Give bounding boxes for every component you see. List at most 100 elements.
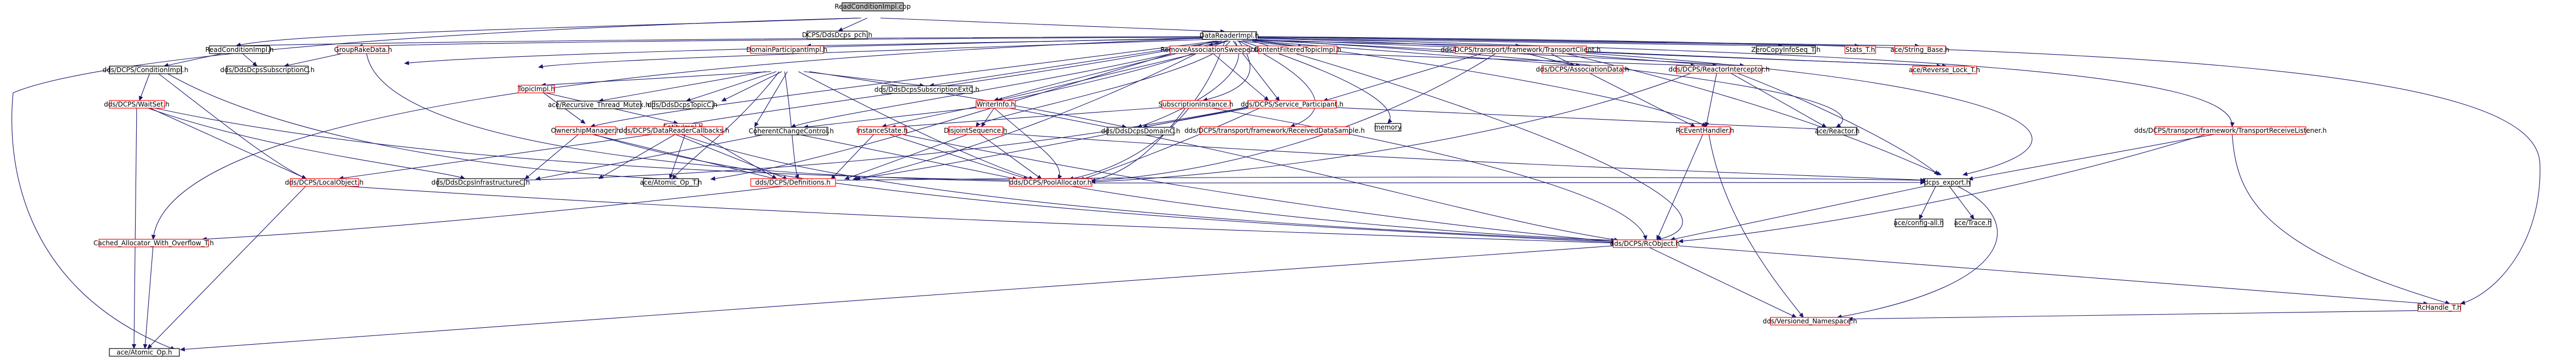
node-removeassociationsweeper-h[interactable]: RemoveAssociationSweeper.h (1160, 45, 1259, 54)
node-ace-reactor-h[interactable]: ace/Reactor.h (1815, 127, 1860, 135)
node-ddsdcpstopicc-h[interactable]: dds/DdsDcpsTopicC.h (647, 101, 717, 109)
node-rchandle-t-h[interactable]: RcHandle_T.h (2417, 303, 2462, 312)
node-dcps-export-h[interactable]: dcps_export.h (1924, 178, 1971, 187)
node-localobject-h[interactable]: dds/DCPS/LocalObject.h (285, 178, 364, 187)
node-definitions-h[interactable]: dds/DCPS/Definitions.h (750, 178, 836, 187)
node-ddsdcps-pch[interactable]: DCPS/DdsDcps_pch.h (802, 31, 873, 39)
node-receiveddatasample-h[interactable]: dds/DCPS/transport/framework/ReceivedDat… (1184, 126, 1365, 135)
edge-subi-to-instancestate (891, 106, 1176, 127)
node-ace-recursive-thread-mutex-h[interactable]: ace/Recursive_Thread_Mutex.h (548, 101, 650, 109)
node-readconditionimpl-cpp[interactable]: ReadConditionImpl.cpp (834, 2, 911, 11)
edge-ras-to-service-participant (1211, 51, 1269, 101)
node-datareaderimpl-h[interactable]: DataReaderImpl.h (1200, 31, 1259, 40)
node-memory[interactable]: memory (1374, 123, 1401, 132)
node-zerocopyinfoseq-h[interactable]: ZeroCopyInfoSeq_T.h (1751, 45, 1821, 54)
node-writerinfo-h[interactable]: WriterInfo.h (976, 100, 1016, 109)
node-service-participant-h[interactable]: dds/DCPS/Service_Participant.h (1241, 100, 1344, 109)
edge-rch-to-versioned (1848, 310, 2439, 319)
edge-root-to-pch (838, 17, 868, 32)
edge-dpi-to-entityimpl (722, 71, 782, 102)
node-ace-reverse-lock-h[interactable]: ace/Reverse_Lock_T.h (1909, 66, 1980, 74)
svg-text:InstanceState.h: InstanceState.h (856, 127, 908, 134)
edge-wi-to-disjointsequence (982, 106, 996, 127)
edge-svc-to-definitions (853, 106, 1253, 179)
edge-dexp-to-trace (1949, 186, 1974, 219)
edge-ras-to-writerinfo (998, 51, 1204, 101)
edge-lobj-to-atomic-op (148, 185, 307, 349)
svg-text:RcEventHandler.h: RcEventHandler.h (1676, 127, 1734, 134)
svg-text:dds/DCPS/WaitSet.h: dds/DCPS/WaitSet.h (104, 101, 170, 108)
edge-drcb-to-definitions (672, 133, 787, 179)
edge-rci-h-to-conditionimpl (164, 51, 230, 66)
edge-dpi-to-poolallocator (798, 71, 1033, 179)
node-cached-allocator-h[interactable]: Cached_Allocator_With_Overflow_T.h (94, 239, 214, 247)
edge-dpi-to-ownershipmanager (755, 71, 788, 127)
edge-dri-to-topicimpl (539, 39, 1212, 67)
edge-dexp-to-rcobject (1670, 186, 1925, 240)
edge-dri-to-transportclient (1242, 40, 1520, 46)
svg-text:ReadConditionImpl.cpp: ReadConditionImpl.cpp (834, 3, 910, 10)
node-poolallocator-h[interactable]: dds/DCPS/PoolAllocator.h (1009, 178, 1093, 187)
edge-dpi-to-infrastructurec (673, 71, 780, 179)
node-grouprakedata-h[interactable]: GroupRakeData.h (334, 45, 392, 54)
edge-dri-to-ace-reactor (1254, 39, 1843, 127)
edge-dri-to-dcps-export (1257, 38, 2032, 175)
edge-root-to-readconditionimpl-h (236, 17, 862, 46)
svg-text:ace/Atomic_Op.h: ace/Atomic_Op.h (116, 349, 172, 356)
edge-rint-to-rceventhandler (1706, 71, 1718, 127)
node-domainparticipantimpl-h[interactable]: DomainParticipantImpl.h (746, 45, 827, 54)
edge-wi-to-coherentchange (804, 106, 988, 127)
node-topicimpl-h[interactable]: TopicImpl.h (517, 85, 555, 93)
edge-ws-to-atomic-op (134, 106, 137, 349)
node-disjointsequence-h[interactable]: DisjointSequence.h (944, 126, 1007, 135)
node-ownershipmanager-h[interactable]: OwnershipManager.h (551, 126, 621, 135)
node-contentfilteredtopicimpl-h[interactable]: ContentFilteredTopicImpl.h (1254, 45, 1341, 54)
node-ace-string-base-h[interactable]: ace/String_Base.h (1890, 45, 1949, 54)
svg-text:ace/Atomic_Op_T.h: ace/Atomic_Op_T.h (640, 179, 702, 186)
node-ddsdcpsinfrastructurec-h[interactable]: dds/DdsDcpsInfrastructureC.h (431, 178, 530, 187)
node-stats-t-h[interactable]: Stats_T.h (1844, 45, 1876, 54)
node-versioned-namespace-h[interactable]: dds/Versioned_Namespace.h (1763, 317, 1857, 326)
edge-rci-h-to-subscriptionc (240, 51, 257, 66)
node-ace-atomic-op-t-h[interactable]: ace/Atomic_Op_T.h (640, 178, 702, 187)
node-coherentchangecontrol-h[interactable]: CoherentChangeControl.h (749, 127, 834, 135)
node-rcobject-h[interactable]: dds/DCPS/RcObject.h (1610, 239, 1680, 248)
edge-lobj-to-rcobject (338, 185, 1616, 243)
edge-dexp-to-config-all (1919, 186, 1936, 219)
edge-dri-to-transportreceivelistener (1257, 37, 2232, 127)
svg-text:CoherentChangeControl.h: CoherentChangeControl.h (749, 127, 834, 135)
svg-text:dds/DdsDcpsInfrastructureC.h: dds/DdsDcpsInfrastructureC.h (431, 179, 530, 186)
edge-tcl-to-associationdata (1520, 51, 1575, 66)
node-ddsdcpssubscriptionextc-h[interactable]: dds/DdsDcpsSubscriptionExtC.h (874, 85, 979, 94)
node-reactorinterceptor-h[interactable]: dds/DCPS/ReactorInterceptor.h (1669, 65, 1770, 74)
include-nodes: ReadConditionImpl.cpp DCPS/DdsDcps_pch.h… (94, 2, 2462, 357)
node-conditionimpl-h[interactable]: dds/DCPS/ConditionImpl.h (103, 66, 189, 74)
edge-tcl-to-service-participant (1323, 51, 1488, 101)
node-ace-config-all-h[interactable]: ace/config-all.h (1894, 219, 1944, 227)
node-datareadercallbacks-h[interactable]: dds/DCPS/DataReaderCallbacks.h (619, 126, 729, 135)
edge-reh-to-versioned (1708, 133, 1803, 317)
node-transportclient-h[interactable]: dds/DCPS/transport/framework/TransportCl… (1441, 45, 1601, 54)
node-readconditionimpl-h[interactable]: ReadConditionImpl.h (205, 45, 274, 54)
edge-ent-to-infrastructurec (599, 131, 681, 179)
include-edges (11, 17, 2540, 350)
node-ace-atomic-op-h[interactable]: ace/Atomic_Op.h (109, 348, 180, 357)
node-ace-trace-h[interactable]: ace/Trace.h (1954, 219, 1992, 227)
node-rceventhandler-h[interactable]: RcEventHandler.h (1676, 126, 1734, 135)
edge-dri-to-rcobject (1252, 40, 1683, 240)
node-waitset-h[interactable]: dds/DCPS/WaitSet.h (104, 100, 170, 109)
node-subscriptioninstance-h[interactable]: SubscriptionInstance.h (1158, 100, 1234, 109)
node-transportreceivelistener-h[interactable]: dds/DCPS/transport/framework/TransportRe… (2134, 126, 2327, 135)
svg-text:dds/DCPS/transport/framework/T: dds/DCPS/transport/framework/TransportRe… (2134, 127, 2327, 134)
edge-rco-to-atomic-op (180, 245, 1614, 350)
edge-dri-to-cached-allocator (153, 38, 1204, 239)
edge-dri-to-definitions (856, 40, 1221, 179)
node-instancestate-h[interactable]: InstanceState.h (856, 126, 908, 135)
edge-ccc-to-infrastructurec (536, 133, 772, 179)
edge-drcb-to-rcobject (677, 133, 1616, 241)
node-associationdata-h[interactable]: dds/DCPS/AssociationData.h (1536, 65, 1629, 74)
svg-text:DCPS/DdsDcps_pch.h: DCPS/DdsDcps_pch.h (802, 31, 873, 39)
node-ddsdcpsdomainc-h[interactable]: dds/DdsDcpsDomainC.h (1101, 127, 1181, 135)
svg-text:dds/DCPS/RcObject.h: dds/DCPS/RcObject.h (1610, 240, 1679, 247)
node-ddsdcpssubscriptionc-h[interactable]: dds/DdsDcpsSubscriptionC.h (220, 66, 315, 74)
